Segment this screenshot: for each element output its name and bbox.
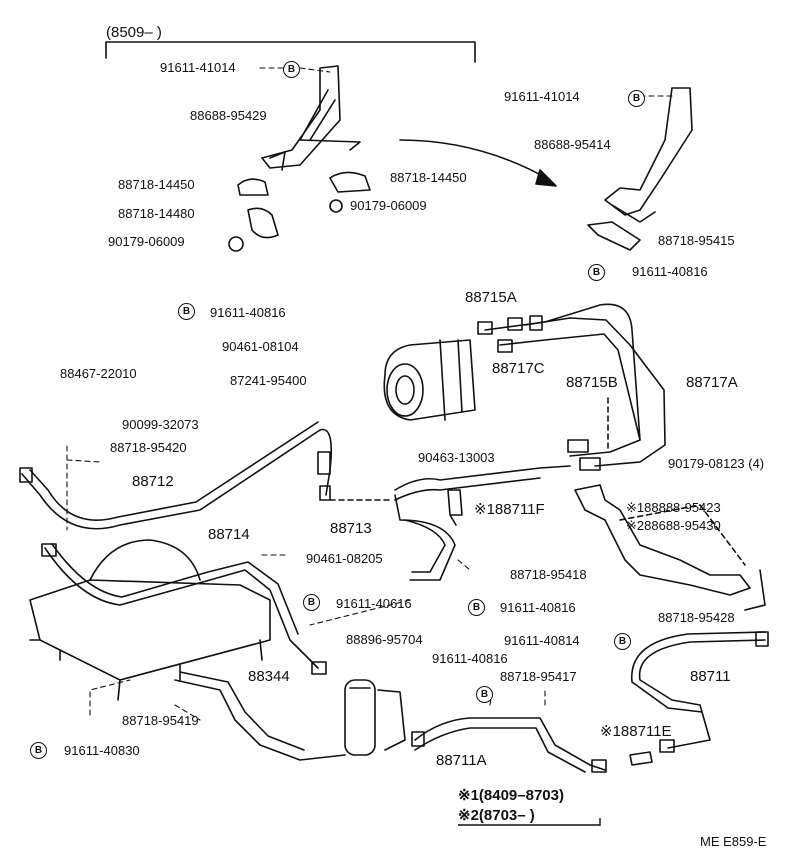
note-range-2: ※2(8703– ) <box>458 807 535 824</box>
bolt-b-badge: B <box>30 742 47 759</box>
callout-right-clamp: 88718-95415 <box>658 233 735 248</box>
condenser-part <box>29 539 271 701</box>
top-clamp-left-part <box>237 178 269 196</box>
callout-top-bracket: 88688-95429 <box>190 108 267 123</box>
callout-top-clamp-lower: 88718-14480 <box>118 206 195 221</box>
top-clamp-lower-part <box>247 207 279 239</box>
callout-right-clamp-bolt: 91611-40816 <box>632 264 708 279</box>
callout-hose-717c: 88717C <box>492 360 545 377</box>
callout-top-nut-left: 90179-06009 <box>108 234 185 249</box>
callout-bolt-40816-low: 91611-40816 <box>432 651 508 666</box>
callout-hose-715b: 88715B <box>566 374 618 391</box>
callout-bolt-40616: 91611-40616 <box>336 596 412 611</box>
callout-oring-95704: 88896-95704 <box>346 632 423 647</box>
callout-note-bracket-2: ※288688-95430 <box>626 518 721 533</box>
callout-left-cushion: 88467-22010 <box>60 366 137 381</box>
pipe-712 <box>19 421 333 530</box>
lower-pipe-part <box>174 679 346 761</box>
callout-left-bracket: 87241-95400 <box>230 373 307 388</box>
callout-left-bolt-1: 91611-40816 <box>210 305 286 320</box>
callout-bolt-40830: 91611-40830 <box>64 743 140 758</box>
callout-valve-711f: ※188711F <box>474 501 545 518</box>
callout-top-clamp-left: 88718-14450 <box>118 177 195 192</box>
callout-pipe-711: 88711 <box>690 668 731 685</box>
callout-receiver-344: 88344 <box>248 668 290 685</box>
bolt-b-badge: B <box>468 599 485 616</box>
callout-clamp-95418: 88718-95418 <box>510 567 587 582</box>
bolt-b-badge: B <box>178 303 195 320</box>
callout-left-clamp-1: 90461-08104 <box>222 339 299 354</box>
move-arrow <box>399 139 551 181</box>
callout-pipe-713: 88713 <box>330 520 372 537</box>
dash-lead-bracket <box>619 504 746 566</box>
bolt-b-badge: B <box>628 90 645 107</box>
top-nut-right-part <box>329 199 343 213</box>
pipe-711a <box>411 717 607 773</box>
valve-711e-part <box>629 751 653 766</box>
callout-clamp-95428: 88718-95428 <box>658 610 735 625</box>
pipe-714 <box>41 543 327 675</box>
lower-pipe-part-2 <box>179 671 305 751</box>
callout-left-clamp-2: 88718-95420 <box>110 440 187 455</box>
dashed-leads <box>66 67 673 721</box>
bolt-b-badge: B <box>283 61 300 78</box>
callout-valve-711e: ※188711E <box>600 723 672 740</box>
callout-clamp-95419: 88718-95419 <box>122 713 199 728</box>
callout-bolt-40816-mid: 91611-40816 <box>500 600 576 615</box>
top-bracket-part <box>261 65 361 171</box>
callout-pipe-714: 88714 <box>208 526 250 543</box>
pipe-711 <box>631 631 769 753</box>
callout-clamp-95417: 88718-95417 <box>500 669 577 684</box>
bolt-b-badge: B <box>476 686 493 703</box>
bolt-b-badge: B <box>588 264 605 281</box>
pipe-713 <box>394 465 571 581</box>
callout-top-nut-right: 90179-06009 <box>350 198 427 213</box>
bolt-b-badge: B <box>303 594 320 611</box>
callout-right-bracket-bolt: 91611-41014 <box>504 89 580 104</box>
callout-hose-715a: 88715A <box>465 289 517 306</box>
callout-top-bracket-bolt: 91611-41014 <box>160 60 236 75</box>
valve-711f-part <box>447 489 463 526</box>
move-arrow-head <box>535 169 557 187</box>
callout-pipe-712: 88712 <box>132 473 174 490</box>
callout-pipe-711a: 88711A <box>436 752 487 769</box>
callout-top-clamp-right: 88718-14450 <box>390 170 467 185</box>
top-clamp-right-part <box>329 171 371 193</box>
compressor-part <box>383 339 476 421</box>
callout-bolt-40814: 91611-40814 <box>504 633 580 648</box>
callout-clamp-08205: 90461-08205 <box>306 551 383 566</box>
footer-code: ME E859-E <box>700 834 767 849</box>
hose-set-715-717 <box>477 303 666 471</box>
top-nut-left-part <box>228 236 244 252</box>
callout-nut-08123: 90179-08123 (4) <box>668 456 765 471</box>
right-lower-bracket-part <box>574 484 766 611</box>
header-range: (8509– ) <box>106 24 162 41</box>
callout-right-bracket: 88688-95414 <box>534 137 611 152</box>
receiver-part <box>344 679 406 756</box>
callout-note-bracket-1: ※188888-95423 <box>626 500 721 515</box>
callout-clip-13003: 90463-13003 <box>418 450 495 465</box>
bolt-b-badge: B <box>614 633 631 650</box>
header-bracket-line <box>105 41 476 63</box>
right-bracket-part <box>587 87 693 251</box>
callout-hose-717a: 88717A <box>686 374 738 391</box>
callout-left-grommet: 90099-32073 <box>122 417 199 432</box>
note-range-1: ※1(8409–8703) <box>458 787 564 804</box>
